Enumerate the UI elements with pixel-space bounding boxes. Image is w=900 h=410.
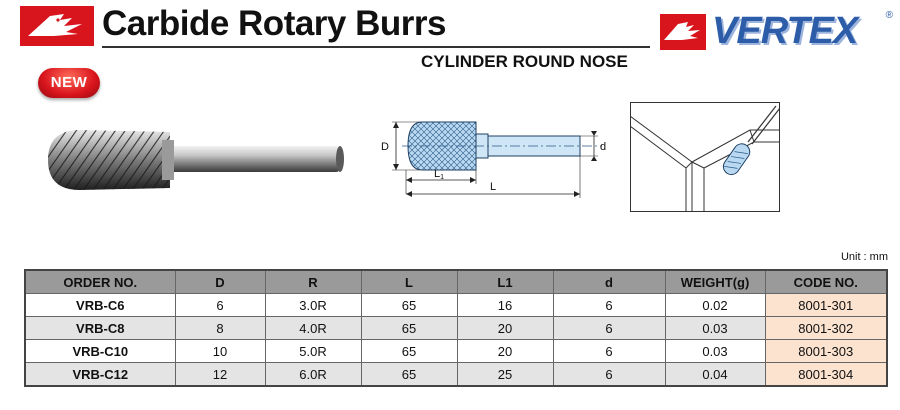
usage-illustration (629, 102, 781, 217)
dim-label-D: D (381, 141, 389, 153)
table-cell: 0.02 (664, 293, 766, 317)
table-cell: 0.03 (664, 316, 766, 340)
brand-name: VERTEX (712, 10, 858, 52)
table-cell: 5.0R (264, 339, 362, 363)
dimension-drawing: D d L1 L (376, 114, 616, 211)
table-cell: 6 (552, 362, 666, 387)
table-cell: 12 (174, 362, 266, 387)
dim-label-L1: L1 (434, 168, 444, 181)
title-divider (102, 46, 650, 48)
eagle-logo-icon (660, 14, 706, 50)
unit-note: Unit : mm (840, 251, 888, 263)
col-header-L: L (360, 269, 458, 294)
table-cell: 4.0R (264, 316, 362, 340)
table-cell: 0.04 (664, 362, 766, 387)
eagle-logo-icon (20, 6, 94, 46)
table-cell: 10 (174, 339, 266, 363)
table-cell: 25 (456, 362, 554, 387)
dim-label-d: d (600, 141, 606, 153)
table-row: VRB-C8 8 4.0R 65 20 6 0.03 8001-302 (24, 316, 888, 340)
table-cell: 0.03 (664, 339, 766, 363)
table-row: VRB-C12 12 6.0R 65 25 6 0.04 8001-304 (24, 362, 888, 387)
table-row: VRB-C6 6 3.0R 65 16 6 0.02 8001-301 (24, 293, 888, 317)
code-no-cell: 8001-304 (764, 362, 888, 387)
code-no-cell: 8001-301 (764, 293, 888, 317)
table-cell: 20 (456, 316, 554, 340)
table-cell: 6 (174, 293, 266, 317)
table-cell: 65 (360, 339, 458, 363)
order-no-cell: VRB-C6 (24, 293, 176, 317)
product-photo (44, 120, 354, 205)
col-header-weight: WEIGHT(g) (664, 269, 766, 294)
brand-logo: VERTEX ® (660, 10, 895, 54)
table-cell: 6 (552, 293, 666, 317)
table-cell: 65 (360, 316, 458, 340)
col-header-order-no: ORDER NO. (24, 269, 176, 294)
col-header-D: D (174, 269, 266, 294)
order-no-cell: VRB-C12 (24, 362, 176, 387)
table-cell: 6.0R (264, 362, 362, 387)
dim-label-L: L (490, 181, 496, 193)
table-cell: 20 (456, 339, 554, 363)
order-no-cell: VRB-C10 (24, 339, 176, 363)
registered-mark: ® (885, 10, 893, 21)
col-header-R: R (264, 269, 362, 294)
page-subtitle: CYLINDER ROUND NOSE (421, 52, 628, 71)
spec-table: ORDER NO. D R L L1 d WEIGHT(g) CODE NO. … (24, 269, 888, 387)
col-header-L1: L1 (456, 269, 554, 294)
code-no-cell: 8001-302 (764, 316, 888, 340)
table-cell: 8 (174, 316, 266, 340)
table-cell: 6 (552, 316, 666, 340)
table-cell: 3.0R (264, 293, 362, 317)
new-badge: NEW (38, 68, 100, 98)
table-cell: 16 (456, 293, 554, 317)
col-header-code-no: CODE NO. (764, 269, 888, 294)
table-header-row: ORDER NO. D R L L1 d WEIGHT(g) CODE NO. (24, 269, 888, 294)
page-title: Carbide Rotary Burrs (102, 4, 446, 43)
table-cell: 6 (552, 339, 666, 363)
code-no-cell: 8001-303 (764, 339, 888, 363)
table-cell: 65 (360, 293, 458, 317)
table-cell: 65 (360, 362, 458, 387)
col-header-d: d (552, 269, 666, 294)
table-row: VRB-C10 10 5.0R 65 20 6 0.03 8001-303 (24, 339, 888, 363)
order-no-cell: VRB-C8 (24, 316, 176, 340)
